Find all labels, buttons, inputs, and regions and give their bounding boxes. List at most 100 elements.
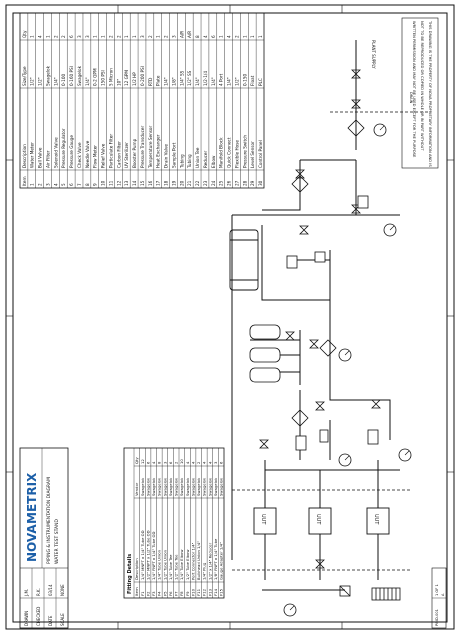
outer-border (5, 4, 455, 630)
parts-cell-description: Manifold Block (219, 137, 224, 168)
parts-cell-qty: 4 (203, 35, 208, 38)
note-line-1: THIS DRAWING IS THE PROPERTY OF NOVA PRO… (428, 20, 432, 167)
parts-cell-size: 1/4" (227, 77, 232, 86)
parts-cell-qty: 6 (69, 35, 74, 38)
parts-cell-item: 10 (101, 180, 106, 186)
uut-box-1 (253, 507, 277, 535)
parts-cell-description: Temperature Sensor (148, 126, 153, 169)
tb-field-label-2: DATE (48, 615, 53, 626)
fitting-cell-vendor: Swagelok (196, 477, 201, 496)
parts-header-size: Size/Type (22, 66, 27, 86)
parts-cell-item: 15 (140, 180, 145, 186)
pressure-gauge-icon (283, 123, 412, 617)
parts-cell-qty: 2 (53, 35, 58, 38)
parts-header-item: Item (22, 176, 27, 186)
plant-supply-label: PLANT SUPPLY (371, 40, 376, 69)
parts-cell-item: 25 (219, 180, 224, 186)
parts-cell-size: 12 GPM (124, 70, 129, 86)
parts-cell-qty: 1 (101, 35, 106, 38)
parts-cell-item: 3 (45, 183, 50, 186)
fitting-cell-item: F6 (168, 591, 173, 596)
parts-cell-size: 4 Port (219, 73, 224, 86)
piping-lines (231, 40, 400, 591)
fitting-cell-qty: 6 (219, 461, 224, 464)
tb-field-value-0: J.M. (24, 589, 29, 597)
parts-cell-description: Relief Valve (101, 143, 106, 168)
parts-cell-item: 18 (164, 180, 169, 186)
fitting-header: Qty (134, 457, 139, 464)
fitting-cell-qty: 6 (145, 461, 150, 464)
parts-cell-description: Control Panel (258, 140, 263, 168)
notes-box: THIS DRAWING IS THE PROPERTY OF NOVA PRO… (401, 17, 439, 169)
fitting-cell-item: F5 (162, 591, 167, 596)
fitting-cell-qty: 12 (140, 459, 145, 464)
parts-cell-item: 27 (234, 180, 239, 186)
fitting-cell-item: F2 (145, 591, 150, 596)
fitting-cell-vendor: Swagelok (190, 477, 195, 496)
fitting-cell-item: F11 (196, 588, 201, 596)
parts-cell-size: Plate (156, 75, 161, 86)
parts-cell-item: 30 (258, 180, 263, 186)
note-line-2: NOT TO BE REPRODUCED OR COPIED IN WHOLE … (420, 21, 424, 151)
parts-cell-description: UV Sterilizer (124, 142, 129, 168)
parts-cell-description: Particulate Filter (108, 134, 113, 168)
parts-cell-item: 13 (124, 180, 129, 186)
parts-cell-size: PLC (258, 78, 263, 86)
parts-cell-size: 1/2" SS (187, 70, 192, 86)
parts-cell-description: Flexible Hose (234, 140, 239, 168)
fitting-cell-qty: 4 (190, 461, 195, 464)
fitting-cell-qty: 3 (213, 461, 218, 464)
fitting-cell-qty: 10 (179, 459, 184, 464)
fitting-cell-vendor: Swagelok (140, 477, 145, 496)
fitting-cell-description: 1/4" Tube Tee (168, 554, 173, 580)
uut-box-3 (366, 507, 390, 535)
fitting-table-grid (133, 448, 224, 598)
parts-cell-qty: 3 (140, 35, 145, 38)
fitting-table: Fitting Details ItemDescriptionVendorQty… (123, 447, 225, 599)
parts-cell-item: 2 (38, 183, 43, 186)
fitting-cell-description: 1/4" MNPT x 1/4" Tube OD (140, 530, 145, 580)
fitting-cell-qty: 4 (202, 461, 207, 464)
uut-label-2: UUT (315, 514, 321, 525)
parts-list-frame (19, 12, 265, 189)
fitting-header: Item (134, 587, 139, 596)
fitting-cell-description: Gauge Adapter 1/4" (219, 542, 224, 580)
title-block: DRAWN J.M. CHECKED R.K. DATE 03/14 SCALE… (19, 447, 69, 629)
parts-cell-item: 8 (85, 183, 90, 186)
fitting-cell-description: 1/2" Tube Union (162, 549, 167, 580)
fitting-cell-vendor: Swagelok (207, 477, 212, 496)
zone-ticks-left (6, 5, 454, 629)
tb-field-value-3: NONE (60, 584, 65, 596)
project-name: WATER TEST STAND (54, 519, 60, 564)
fitting-cell-qty: 2 (196, 461, 201, 464)
parts-cell-description: Pressure Transducer (140, 126, 145, 168)
tb-field-value-1: R.K. (36, 588, 41, 596)
parts-cell-size: 1/4" (164, 77, 169, 86)
parts-cell-size: 10" (116, 79, 121, 86)
parts-cell-qty: 8 (195, 35, 200, 38)
fitting-cell-description: Port Connector 1/4" (190, 542, 195, 580)
parts-cell-description: Reducer (203, 151, 208, 168)
fitting-cell-item: F12 (202, 588, 207, 596)
parts-cell-qty: 2 (116, 35, 121, 38)
parts-cell-description: Union Tee (195, 147, 200, 168)
fitting-cell-description: 1/2" MNPT x 1/2" Tube OD (145, 530, 150, 580)
parts-cell-description: Air Filter (45, 150, 50, 168)
parts-header-qty: Qty (22, 30, 27, 38)
drawing-title: PIPING & INSTRUMENTATION DIAGRAM (46, 477, 52, 564)
parts-list-grid (20, 13, 264, 188)
parts-cell-item: 6 (69, 183, 74, 186)
fitting-cell-description: 1/8" FNPT x 1/4" Tube (213, 538, 218, 580)
dwg-number-block: P&ID-001 1 OF 1 A (431, 567, 447, 629)
fitting-table-frame (123, 447, 225, 599)
parts-cell-description: Check Valve (77, 142, 82, 168)
parts-cell-qty: 1 (124, 35, 129, 38)
parts-cell-item: 4 (53, 183, 58, 186)
parts-cell-qty: 3 (171, 35, 176, 38)
fitting-cell-item: F9 (185, 591, 190, 596)
dashed-lines (232, 111, 430, 571)
parts-cell-description: Needle Valve (85, 140, 90, 168)
